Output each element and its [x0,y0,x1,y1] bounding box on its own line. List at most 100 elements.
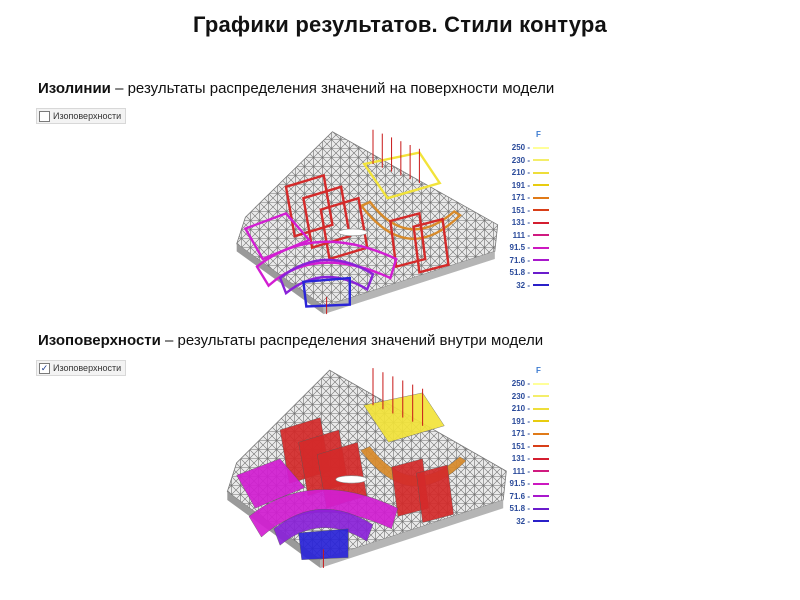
legend-level: 51.8 - [496,503,556,514]
legend-level-label: 191 - [511,180,530,190]
isosurfaces-legend: F 250 - 230 - 210 - 191 - 171 - 151 - 131 - 111… [496,366,556,531]
isolines-model-plot [236,129,499,315]
legend-level: 71.6 - [496,255,556,266]
legend-swatch [533,507,549,510]
legend-header: F [536,366,541,375]
mesh-side [320,499,504,568]
legend-level: 111 - [496,230,556,241]
legend-swatch [533,209,549,211]
legend-level: 71.6 - [496,491,556,502]
checkbox-box[interactable] [39,110,50,122]
legend-level-label: 191 - [511,416,530,426]
mesh-side [323,251,495,315]
legend-level: 171 - [496,192,556,203]
legend-swatch [533,234,549,236]
isoline-magenta [243,211,312,261]
isoline-red [416,464,454,523]
legend-level-label: 131 - [511,454,530,463]
legend-level-label: 151 - [511,441,530,451]
legend-swatch [533,445,549,447]
legend-level-label: 151 - [511,205,530,215]
legend-level-label: 91.5 - [509,479,530,488]
legend-level-label: 250 - [511,379,530,388]
isosurfaces-description: Изоповерхности – результаты распределени… [38,332,543,349]
legend-level: 191 - [496,180,556,191]
legend-level: 91.5 - [496,478,556,489]
isolines-text: – результаты распределения значений на п… [110,80,555,97]
legend-level-label: 210 - [511,404,530,413]
legend-swatch [533,432,549,435]
legend-level: 32 - [496,516,556,527]
checkbox-label: Изоповерхности [53,363,122,373]
legend-level-label: 51.8 - [509,268,530,277]
legend-level: 171 - [496,428,556,439]
legend-level: 250 - [496,378,556,389]
legend-level: 151 - [496,441,556,452]
legend-swatch [533,420,549,422]
isolines-legend: F 250 -230 -210 -191 -171 -151 -131 -111… [496,130,556,295]
isoline-blue [298,528,349,560]
legend-level-label: 32 - [516,280,530,290]
legend-level-label: 111 - [512,466,530,476]
legend-swatch [533,382,549,385]
isoline-magenta [236,458,306,509]
legend-level-label: 230 - [511,155,530,165]
legend-level: 230 - [496,391,556,402]
isosurfaces-term: Изоповерхности [38,332,161,349]
legend-swatch [533,246,549,249]
legend-swatch [533,221,549,224]
legend-swatch [533,159,549,161]
legend-swatch [533,259,549,261]
legend-level-label: 71.6 - [509,491,530,501]
isolines-term: Изолинии [38,80,111,97]
isolines-description: Изолинии – результаты распределения знач… [38,80,554,97]
isoline-orange [359,200,462,240]
page-title: Графики результатов. Стили контура [193,12,607,37]
legend-level-label: 131 - [511,218,530,227]
legend-level-label: 171 - [511,193,530,202]
legend-swatch [533,196,549,199]
legend-level: 210 - [496,167,556,178]
checkbox-box-checked[interactable]: ✓ [39,362,50,374]
isosurface-checkbox-unchecked[interactable]: Изоповерхности [36,108,127,124]
legend-level: 131 - [496,217,556,228]
legend-level: 111 - [496,466,556,477]
legend-swatch [533,457,549,460]
isoline-red [389,211,427,269]
legend-level-label: 91.5 - [509,243,530,252]
legend-level: 151 - [496,205,556,216]
legend-level: 91.5 - [496,242,556,253]
legend-swatch [533,271,549,274]
model-hole [337,228,368,237]
isosurface-checkbox-checked[interactable]: ✓ Изоповерхности [36,360,127,376]
isoline-red [302,185,352,250]
legend-level: 131 - [496,453,556,464]
legend-swatch [533,520,549,522]
isosurfaces-model-plot [226,368,507,568]
legend-level-label: 230 - [511,391,530,401]
legend-level-label: 210 - [511,168,530,177]
isoline-red [412,217,450,274]
legend-swatch [533,184,549,186]
legend-level-label: 51.8 - [509,504,530,513]
legend-swatch [533,171,549,174]
legend-swatch [533,146,549,149]
legend-swatch [533,482,549,485]
legend-level: 230 - [496,155,556,166]
mesh-side [227,491,321,568]
legend-level: 51.8 - [496,267,556,278]
model-hole [335,475,368,484]
legend-swatch [533,284,549,286]
legend-level-label: 71.6 - [509,255,530,265]
legend-level: 32 - [496,280,556,291]
legend-swatch [533,495,549,497]
isoline-blue [302,276,351,308]
legend-level: 250 - [496,142,556,153]
legend-level-label: 250 - [511,143,530,152]
legend-swatch [533,395,549,397]
isosurfaces-text: – результаты распределения значений внут… [160,332,544,349]
legend-swatch [533,407,549,410]
checkbox-label: Изоповерхности [53,111,122,121]
legend-level-label: 111 - [512,230,530,240]
legend-level: 191 - [496,416,556,427]
